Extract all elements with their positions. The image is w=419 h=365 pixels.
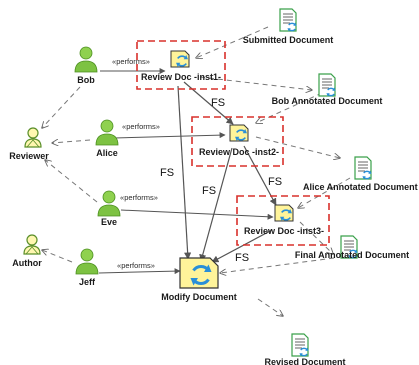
- role-icon: [24, 127, 42, 148]
- actor-label: Alice: [96, 148, 118, 158]
- activity-label: Review Doc -inst2-: [199, 147, 279, 157]
- actor-label: Bob: [77, 75, 95, 85]
- actor-label: Jeff: [79, 277, 96, 287]
- flow-label: FS: [235, 252, 249, 264]
- activity-icon: [230, 125, 248, 141]
- role-icon: [23, 234, 41, 255]
- stereotype-label: «performs»: [117, 261, 155, 270]
- actor-icon: [74, 46, 98, 73]
- document-label: Submitted Document: [243, 35, 334, 45]
- instance-box-1[interactable]: [136, 40, 226, 90]
- doc-bob-annotated[interactable]: Bob Annotated Document: [272, 74, 383, 106]
- doc-final-annotated[interactable]: Final Annotated Document: [295, 236, 409, 260]
- document-icon: [292, 334, 309, 357]
- actor-label: Eve: [101, 217, 117, 227]
- activity-inst2[interactable]: Review Doc -inst2-: [199, 125, 279, 157]
- actor-alice[interactable]: Alice: [95, 119, 119, 158]
- stereotype-label: «performs»: [120, 193, 158, 202]
- actor-bob[interactable]: Bob: [74, 46, 98, 85]
- stereotype-label: «performs»: [122, 122, 160, 131]
- flow-label: FS: [202, 185, 216, 197]
- role-author[interactable]: Author: [12, 234, 42, 268]
- activity-label: Review Doc -inst3-: [244, 226, 324, 236]
- role-label: Author: [12, 258, 42, 268]
- actor-jeff[interactable]: Jeff: [75, 248, 99, 287]
- doc-alice-annotated[interactable]: Alice Annotated Document: [303, 157, 418, 192]
- activity-label: Review Doc -inst1-: [141, 72, 221, 82]
- doc-submitted[interactable]: Submitted Document: [243, 9, 334, 45]
- document-icon: [319, 74, 336, 97]
- flow-label: FS: [211, 97, 225, 109]
- role-label: Reviewer: [9, 151, 49, 161]
- activity-inst3[interactable]: Review Doc -inst3-: [244, 205, 324, 236]
- activity-inst1[interactable]: Review Doc -inst1-: [141, 51, 221, 82]
- actor-icon: [95, 119, 119, 146]
- doc-revised[interactable]: Revised Document: [264, 334, 346, 365]
- document-label: Bob Annotated Document: [272, 96, 383, 106]
- document-label: Revised Document: [264, 357, 345, 365]
- instance-box-3[interactable]: [236, 195, 330, 246]
- connectors: [42, 26, 351, 316]
- actor-icon: [97, 190, 121, 217]
- instance-box-2[interactable]: [191, 116, 284, 167]
- flow-label: FS: [160, 167, 174, 179]
- activity-label: Modify Document: [161, 292, 237, 302]
- activity-icon: [171, 51, 189, 67]
- actor-eve[interactable]: Eve: [97, 190, 121, 227]
- actor-icon: [75, 248, 99, 275]
- document-label: Alice Annotated Document: [303, 182, 418, 192]
- flow-label: FS: [268, 176, 282, 188]
- document-label: Final Annotated Document: [295, 250, 409, 260]
- document-icon: [280, 9, 297, 32]
- document-icon: [355, 157, 372, 180]
- role-reviewer[interactable]: Reviewer: [9, 127, 49, 161]
- stereotype-label: «performs»: [112, 57, 150, 66]
- activity-icon: [275, 205, 293, 221]
- activity-modify[interactable]: Modify Document: [161, 257, 237, 302]
